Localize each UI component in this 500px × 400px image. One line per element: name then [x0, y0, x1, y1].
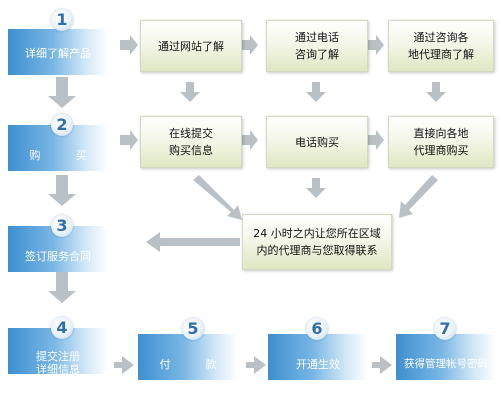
arrow-step2-to-step3 [48, 175, 76, 206]
step-1-number-badge: 1 [51, 9, 73, 31]
arrow-website-down [180, 82, 200, 102]
step-7-label: 获得管理帐号密码 [404, 358, 488, 370]
box-learn-via-phone: 通过电话 咨询了解 [266, 20, 368, 72]
step-6: 开通生效 [268, 334, 368, 380]
box-buy-from-agent: 直接向各地 代理商购买 [388, 116, 494, 168]
box-learn-via-agent: 通过咨询各 地代理商了解 [388, 20, 494, 72]
step-1: 详细了解产品 [8, 29, 108, 75]
step-7: 获得管理帐号密码 [396, 334, 496, 380]
arrow-website-to-phone [240, 35, 258, 55]
arrow-phonebuy-down [306, 178, 326, 198]
arrow-phonebuy-to-agentbuy [366, 130, 384, 150]
box-buy-from-agent-text: 直接向各地 代理商购买 [413, 127, 469, 157]
arrow-step1-to-step2 [48, 77, 76, 108]
box-agent-contact-24h: 24 小时之内让您所在区域 内的代理商与您取得联系 [242, 214, 392, 270]
box-agent-contact-24h-text: 24 小时之内让您所在区域 内的代理商与您取得联系 [253, 227, 381, 257]
arrow-online-to-contact [193, 175, 242, 220]
box-learn-via-website: 通过网站了解 [140, 20, 242, 72]
step-1-label: 详细了解产品 [25, 47, 91, 60]
arrow-contact-to-step3 [146, 232, 240, 252]
box-learn-via-website-text: 通过网站了解 [158, 39, 224, 53]
step-4: 提交注册 详细信息 [8, 328, 108, 376]
box-submit-online-text: 在线提交 购买信息 [169, 127, 213, 157]
step-5: 付 款 [138, 334, 238, 380]
arrow-agentbuy-to-contact [399, 175, 438, 218]
step-3-label: 签订服务合同 [25, 250, 91, 263]
step-5-number-badge: 5 [182, 318, 204, 340]
arrow-step3-to-step4 [48, 272, 76, 303]
arrow-step5-to-step6 [246, 356, 266, 374]
arrow-step1-to-website [120, 35, 138, 55]
step-4-label: 提交注册 详细信息 [36, 350, 80, 376]
arrow-step2-to-online [120, 130, 138, 150]
step-6-label: 开通生效 [296, 358, 340, 371]
box-learn-via-phone-text: 通过电话 咨询了解 [295, 31, 339, 61]
step-6-number-badge: 6 [306, 318, 328, 340]
arrow-agent-down [426, 82, 446, 102]
arrow-phone-down [306, 82, 326, 102]
arrow-online-to-phonebuy [240, 130, 258, 150]
box-submit-online: 在线提交 购买信息 [140, 116, 242, 168]
box-buy-by-phone: 电话购买 [266, 116, 368, 168]
step-2-label: 购 买 [29, 149, 87, 162]
box-buy-by-phone-text: 电话购买 [295, 135, 339, 149]
step-4-number-badge: 4 [51, 317, 73, 339]
box-learn-via-agent-text: 通过咨询各 地代理商了解 [408, 31, 474, 61]
arrow-phone-to-agent [366, 35, 384, 55]
step-3-number-badge: 3 [51, 215, 73, 237]
step-7-number-badge: 7 [434, 318, 456, 340]
step-2-number-badge: 2 [51, 114, 73, 136]
step-5-label: 付 款 [159, 358, 217, 371]
arrow-step4-to-step5 [114, 356, 134, 374]
arrow-step6-to-step7 [372, 356, 392, 374]
